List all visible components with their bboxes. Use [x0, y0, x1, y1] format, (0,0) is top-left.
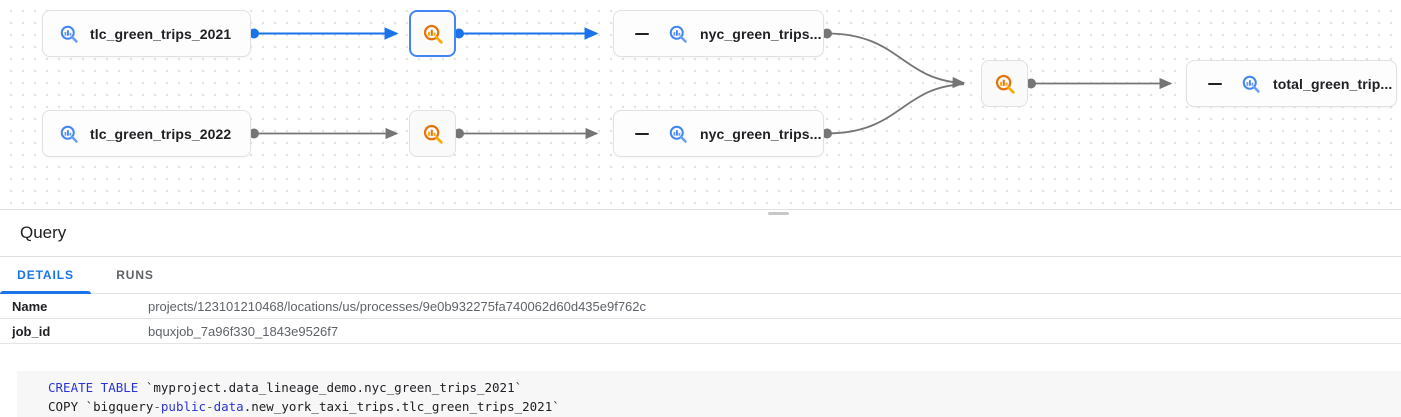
sql-text: `myproject.data_lineage_demo.nyc_green_t…	[138, 380, 523, 395]
process-node-1-selected[interactable]	[409, 10, 456, 57]
sql-keyword: data	[213, 398, 244, 414]
sql-text: .new_york_taxi_trips.tlc_green_trips_202…	[243, 398, 560, 414]
collapse-button[interactable]	[634, 126, 650, 142]
panel-title: Query	[20, 223, 67, 242]
node-label: tlc_green_trips_2022	[90, 125, 232, 142]
query-process-icon	[995, 74, 1015, 94]
sql-code-line: COPY `bigquery-public-data.new_york_taxi…	[48, 398, 1381, 417]
minus-icon	[635, 132, 649, 135]
node-label: nyc_green_trips...	[700, 125, 822, 142]
sql-code-line: CREATE TABLE `myproject.data_lineage_dem…	[48, 379, 1381, 398]
bigquery-table-icon	[669, 25, 687, 43]
sql-keyword: public	[160, 398, 207, 414]
field-value: projects/123101210468/locations/us/proce…	[148, 298, 647, 314]
node-label: total_green_trip...	[1273, 75, 1393, 92]
field-row-job-id: job_id bquxjob_7a96f330_1843e9526f7	[0, 319, 1401, 344]
field-key: job_id	[12, 323, 51, 339]
bigquery-table-icon	[1242, 75, 1260, 93]
bigquery-table-icon	[669, 125, 687, 143]
minus-icon	[1208, 82, 1222, 85]
node-label: tlc_green_trips_2021	[90, 25, 232, 42]
bigquery-table-icon	[60, 125, 78, 143]
process-node-3[interactable]	[981, 60, 1028, 107]
collapse-button[interactable]	[634, 26, 650, 42]
collapse-button[interactable]	[1207, 76, 1223, 92]
bigquery-table-icon	[60, 25, 78, 43]
field-row-name: Name projects/123101210468/locations/us/…	[0, 294, 1401, 319]
panel-header: Query	[0, 210, 1401, 257]
node-nyc-green-trips-2021[interactable]: nyc_green_trips...	[613, 10, 824, 57]
query-process-icon	[423, 124, 443, 144]
node-nyc-green-trips-2022[interactable]: nyc_green_trips...	[613, 110, 824, 157]
tab-details[interactable]: DETAILS	[0, 257, 91, 294]
sql-punct: -	[153, 398, 161, 414]
node-tlc-green-trips-2022[interactable]: tlc_green_trips_2022	[42, 110, 251, 157]
sql-code-block: CREATE TABLE `myproject.data_lineage_dem…	[17, 371, 1401, 417]
lineage-graph-canvas[interactable]: tlc_green_trips_2021 tlc_green_trips_202…	[0, 0, 1401, 210]
process-node-2[interactable]	[409, 110, 456, 157]
details-panel: Query DETAILS RUNS Name projects/1231012…	[0, 210, 1401, 417]
node-tlc-green-trips-2021[interactable]: tlc_green_trips_2021	[42, 10, 251, 57]
node-label: nyc_green_trips...	[700, 25, 822, 42]
sql-text: COPY `bigquery	[48, 398, 154, 414]
tab-label: RUNS	[116, 268, 154, 282]
sql-keyword: CREATE TABLE	[48, 380, 139, 395]
panel-tabs: DETAILS RUNS	[0, 257, 1401, 294]
minus-icon	[635, 32, 649, 35]
panel-drag-handle[interactable]	[768, 212, 789, 215]
field-value: bquxjob_7a96f330_1843e9526f7	[148, 323, 339, 339]
node-total-green-trips[interactable]: total_green_trip...	[1186, 60, 1397, 107]
tab-runs[interactable]: RUNS	[91, 257, 179, 293]
query-process-icon	[423, 24, 443, 44]
field-key: Name	[12, 298, 48, 314]
tab-label: DETAILS	[17, 268, 74, 282]
sql-punct: -	[206, 398, 214, 414]
